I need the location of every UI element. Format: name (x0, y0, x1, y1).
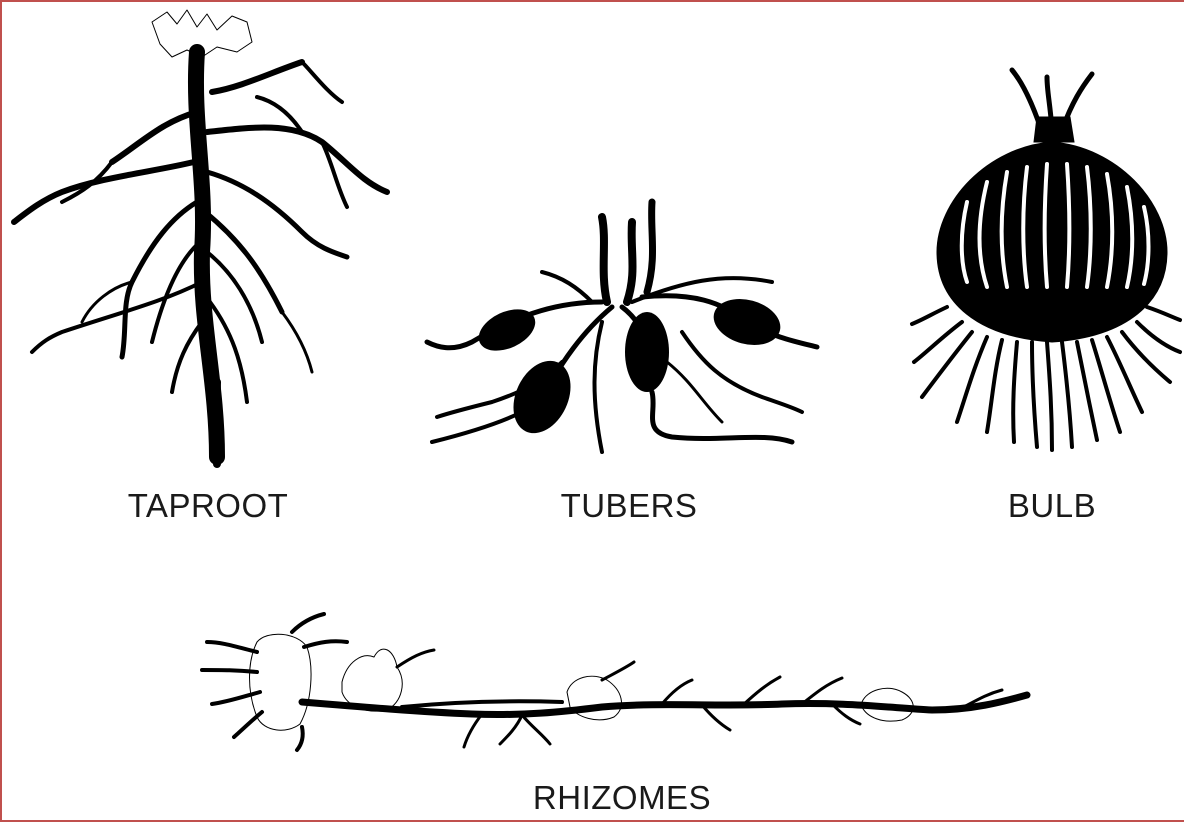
taproot-illustration (14, 10, 387, 464)
bulb-illustration (912, 70, 1180, 450)
tubers-label: TUBERS (561, 487, 698, 525)
bulb-label: BULB (1008, 487, 1096, 525)
taproot-label: TAPROOT (128, 487, 289, 525)
rhizomes-label: RHIZOMES (533, 779, 711, 817)
rhizomes-illustration (202, 614, 1027, 750)
tubers-illustration (427, 202, 817, 452)
